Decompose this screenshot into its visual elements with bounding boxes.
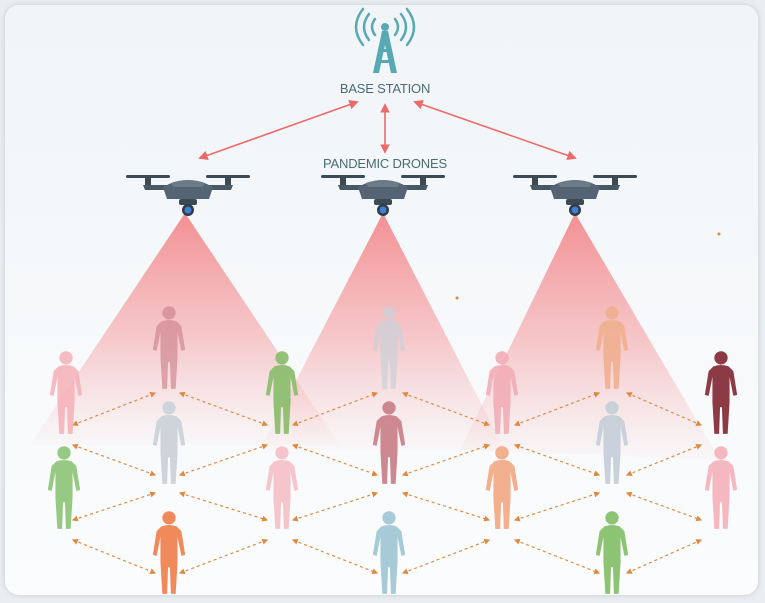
person-icon <box>595 511 629 594</box>
pandemic-drones-label: PANDEMIC DRONES <box>323 156 447 171</box>
person-icon <box>704 351 738 434</box>
decor-dot <box>455 296 459 300</box>
drone-center-icon <box>321 175 445 216</box>
base-to-drone-links <box>198 100 577 160</box>
radio-tower-icon <box>354 7 416 73</box>
beam-left <box>30 213 340 445</box>
person-icon <box>485 446 519 529</box>
drone-right-icon <box>513 175 637 216</box>
link-arrow-left <box>198 100 359 160</box>
link-arrow-right <box>413 100 577 160</box>
person-icon <box>152 511 186 594</box>
diagram-canvas: BASE STATION PANDEMIC DRONES <box>5 5 758 595</box>
person-icon <box>265 446 299 529</box>
drone-left-icon <box>126 175 250 216</box>
person-icon <box>47 446 81 529</box>
mesh-links <box>71 391 703 575</box>
decor-dot <box>717 232 721 236</box>
base-station-label: BASE STATION <box>340 81 430 96</box>
pandemic-drone-diagram: BASE STATION PANDEMIC DRONES <box>30 7 738 594</box>
person-icon <box>372 511 406 594</box>
